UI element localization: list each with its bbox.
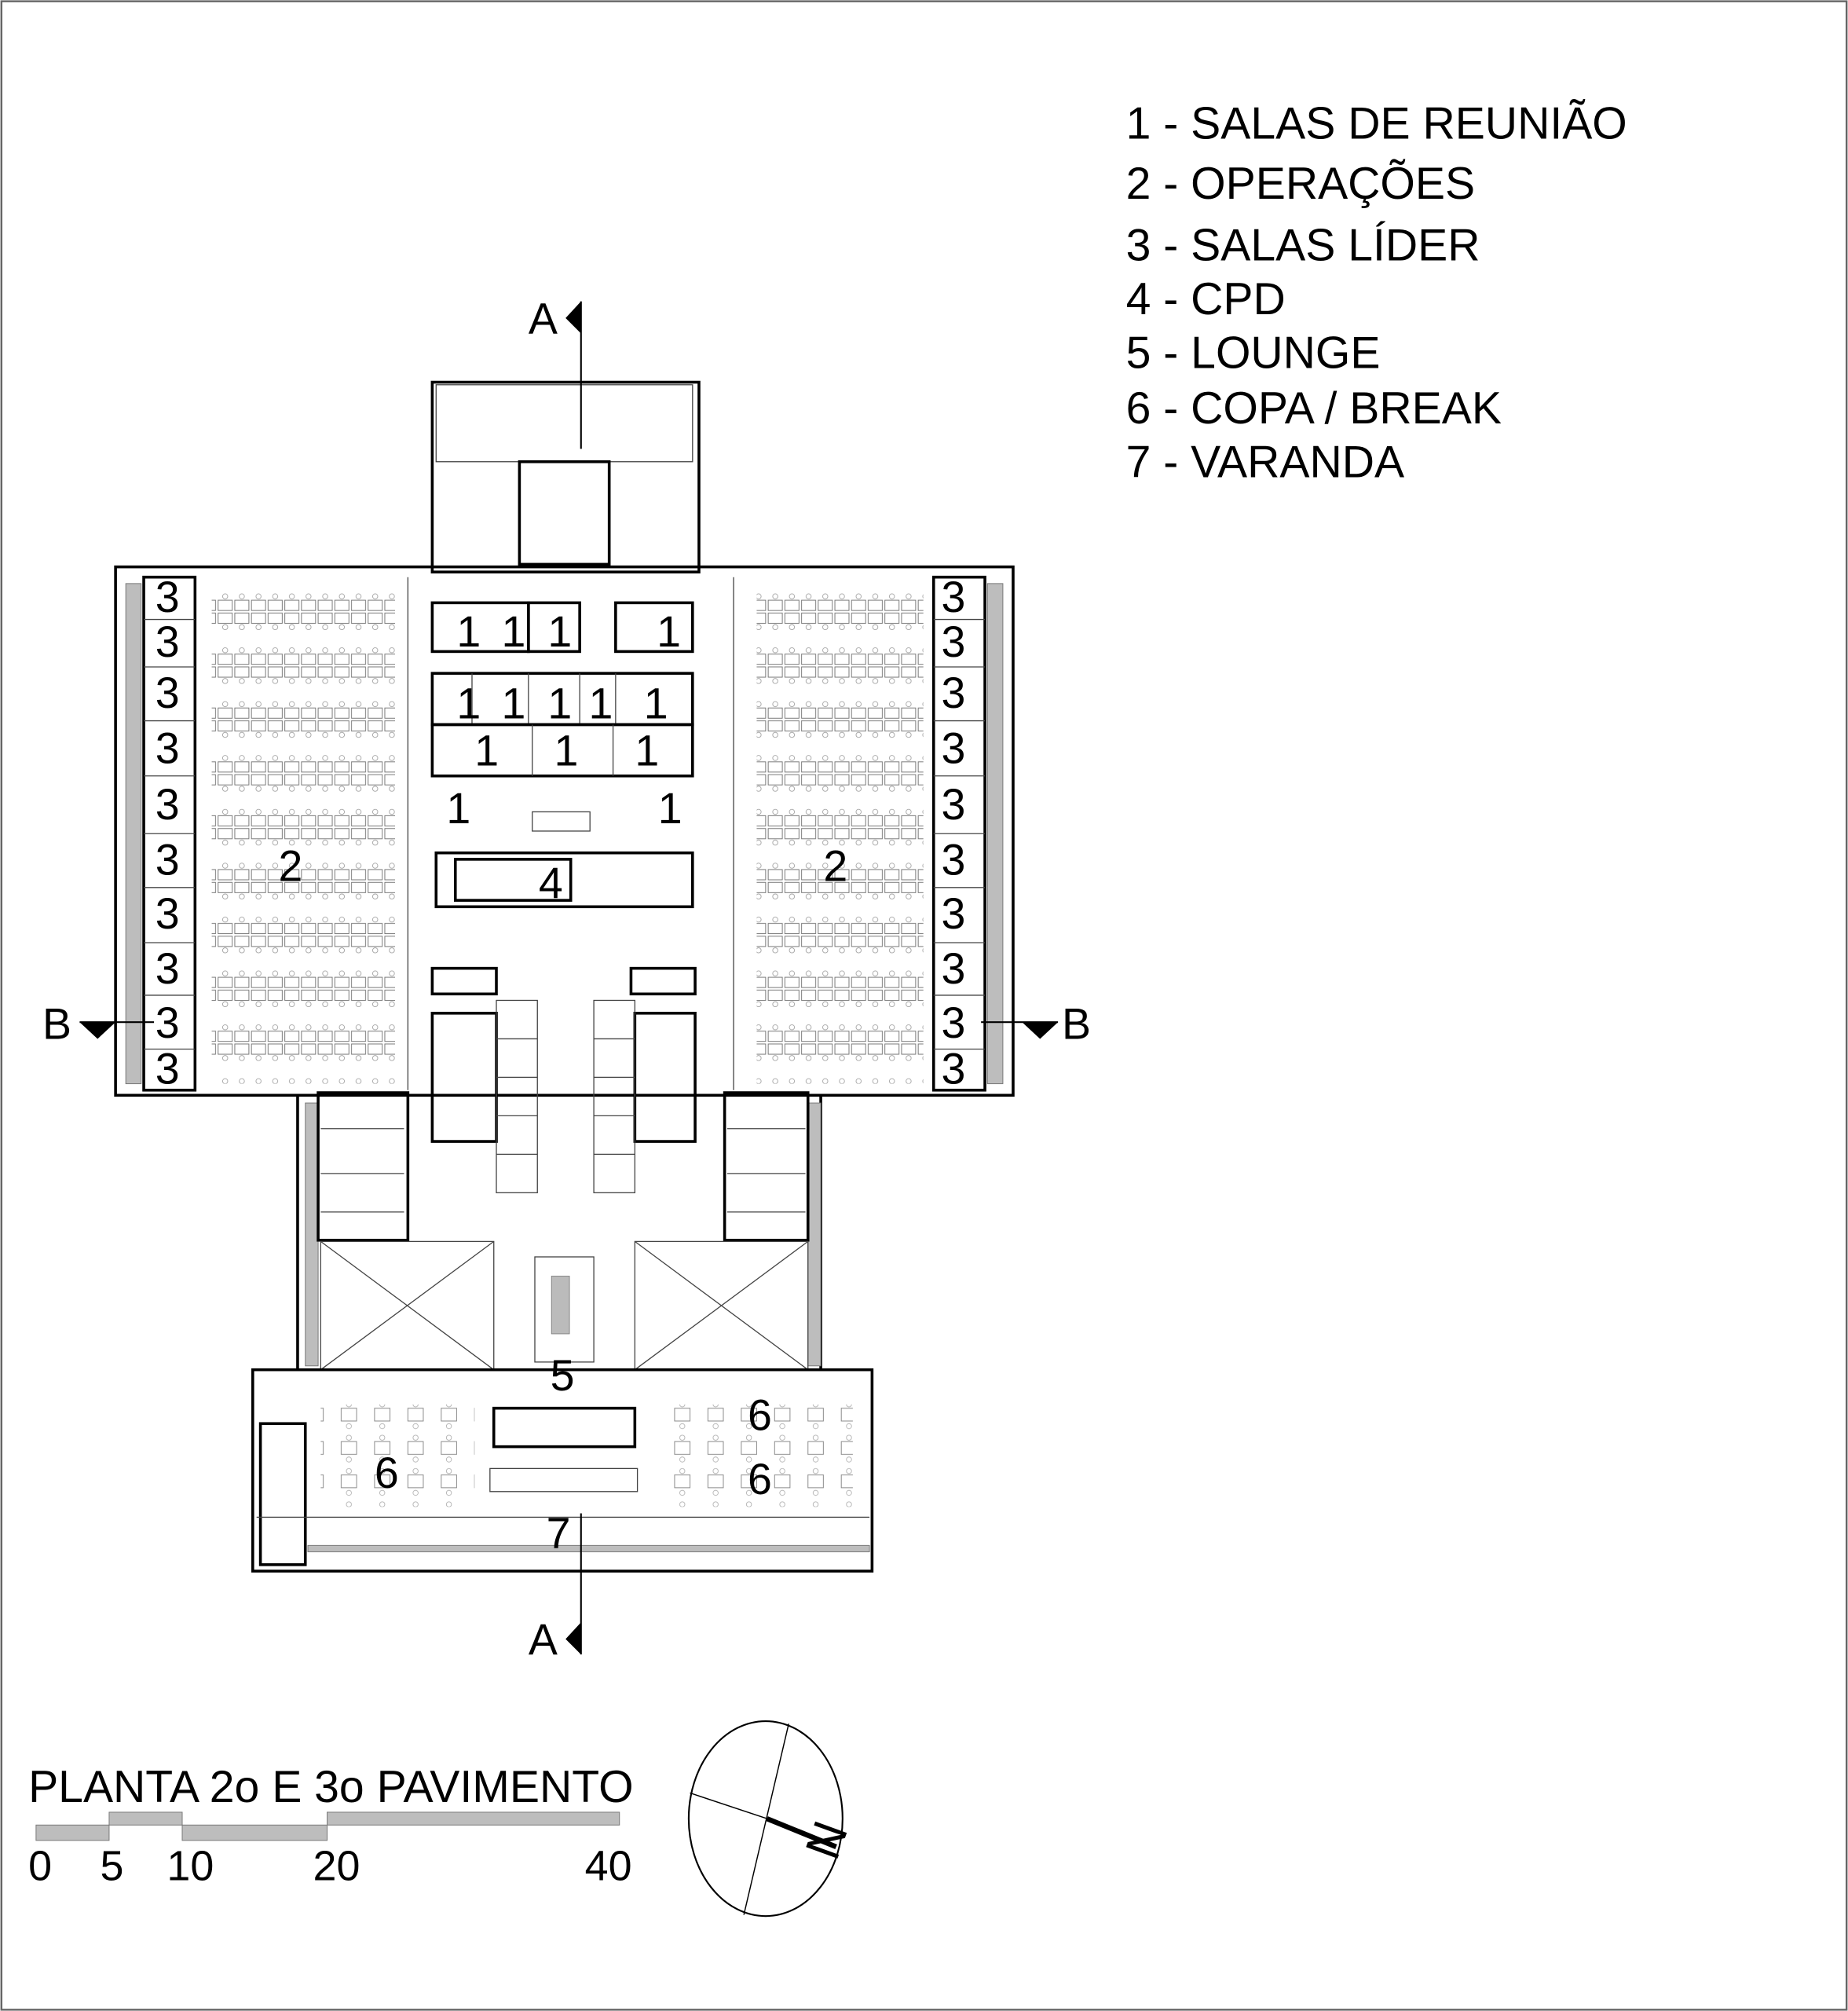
scale-segment (181, 1824, 328, 1841)
legend-item-operations: 2 - OPERAÇÕES (1126, 159, 1475, 209)
room-label-3: 3 (156, 573, 180, 621)
leader-rooms-west (142, 575, 197, 1092)
room-label-3: 3 (156, 1045, 180, 1093)
main-wing (114, 565, 1015, 1097)
room-label-1: 1 (657, 607, 681, 656)
operations-desks-east (756, 590, 924, 1084)
room-label-1: 1 (446, 784, 470, 833)
lounge-furniture (534, 1256, 595, 1363)
legend-item-meeting-rooms: 1 - SALAS DE REUNIÃO (1126, 98, 1627, 148)
room-label-1: 1 (589, 679, 613, 727)
leader-rooms-east (931, 575, 986, 1092)
room-label-4: 4 (539, 859, 563, 907)
room-label-1: 1 (547, 679, 572, 727)
room-label-3: 3 (156, 669, 180, 717)
legend-item-balcony: 7 - VARANDA (1126, 437, 1404, 487)
room-label-3: 3 (942, 889, 966, 938)
meeting-rooms-block (430, 601, 694, 909)
legend-item-lounge: 5 - LOUNGE (1126, 328, 1381, 379)
legend-item-cpd: 4 - CPD (1126, 274, 1286, 324)
room-label-3: 3 (942, 944, 966, 993)
section-a-label-top: A (529, 294, 558, 342)
scale-tick-label: 40 (585, 1842, 632, 1889)
scale-segment (35, 1824, 110, 1841)
section-a-label-bottom: A (529, 1615, 558, 1664)
room-label-3: 3 (942, 617, 966, 666)
section-arrow-icon (565, 1622, 581, 1655)
room-labels: 3 3 3 3 3 3 3 3 3 3 3 3 3 3 3 3 3 3 3 3 … (156, 573, 966, 1558)
break-wing (251, 1368, 874, 1573)
room-label-3: 3 (942, 723, 966, 772)
cpd-room (434, 851, 694, 909)
scale-tick-label: 10 (167, 1842, 214, 1889)
south-stair (258, 1422, 307, 1566)
section-b: B B (42, 999, 1091, 1048)
section-arrow-icon (565, 301, 581, 334)
room-label-3: 3 (942, 1045, 966, 1093)
room-label-1: 1 (644, 679, 668, 727)
plan-title: PLANTA 2o E 3o PAVIMENTO (28, 1762, 633, 1812)
room-label-1: 1 (456, 607, 481, 656)
section-a: A A (529, 294, 582, 1664)
vertical-circulation-cores (430, 966, 697, 1194)
scale-tick-label: 0 (28, 1842, 52, 1889)
room-label-1: 1 (502, 607, 526, 656)
room-label-1: 1 (547, 607, 572, 656)
room-label-3: 3 (942, 780, 966, 829)
room-label-2: 2 (823, 842, 847, 891)
room-label-3: 3 (942, 669, 966, 717)
restrooms (317, 1091, 810, 1242)
room-label-7: 7 (547, 1509, 571, 1558)
pantry-counter (492, 1406, 637, 1449)
scale-segment (108, 1811, 183, 1826)
room-label-3: 3 (942, 835, 966, 884)
room-label-1: 1 (456, 679, 481, 727)
legend-item-break: 6 - COPA / BREAK (1126, 383, 1502, 434)
scale-tick-label: 20 (313, 1842, 360, 1889)
room-label-3: 3 (942, 998, 966, 1047)
meeting-room-labels: 1 1 1 1 1 1 1 1 1 1 1 1 1 1 (446, 607, 682, 833)
leader-room-labels: 3 3 3 3 3 3 3 3 3 3 3 3 3 3 3 3 3 3 3 3 (156, 573, 966, 1093)
room-label-3: 3 (156, 835, 180, 884)
scale-segment (327, 1811, 620, 1826)
section-arrow-icon (1022, 1022, 1059, 1039)
room-label-1: 1 (554, 727, 578, 775)
operations-desks-west (211, 590, 396, 1084)
north-core (430, 380, 701, 573)
room-label-6: 6 (375, 1449, 399, 1497)
section-arrow-icon (79, 1022, 116, 1039)
room-label-3: 3 (156, 780, 180, 829)
legend: 1 - SALAS DE REUNIÃO 2 - OPERAÇÕES 3 - S… (1126, 98, 1627, 487)
room-label-3: 3 (156, 998, 180, 1047)
building (114, 380, 1015, 1573)
room-label-6: 6 (748, 1455, 772, 1504)
room-label-2: 2 (278, 842, 302, 891)
section-b-label-right: B (1062, 999, 1091, 1048)
room-label-6: 6 (748, 1390, 772, 1439)
scale-bar: 0 5 10 20 40 (28, 1811, 632, 1889)
room-label-3: 3 (156, 944, 180, 993)
room-label-1: 1 (635, 727, 659, 775)
room-label-3: 3 (156, 889, 180, 938)
section-b-label-left: B (42, 999, 71, 1048)
room-label-1: 1 (502, 679, 526, 727)
west-facade (125, 583, 142, 1085)
scale-tick-label: 5 (101, 1842, 124, 1889)
room-label-1: 1 (474, 727, 499, 775)
room-label-3: 3 (156, 723, 180, 772)
east-facade (986, 583, 1004, 1085)
legend-item-leader-rooms: 3 - SALAS LÍDER (1126, 220, 1480, 270)
room-label-3: 3 (942, 573, 966, 621)
room-label-1: 1 (658, 784, 682, 833)
room-label-5: 5 (551, 1351, 575, 1400)
room-label-3: 3 (156, 617, 180, 666)
